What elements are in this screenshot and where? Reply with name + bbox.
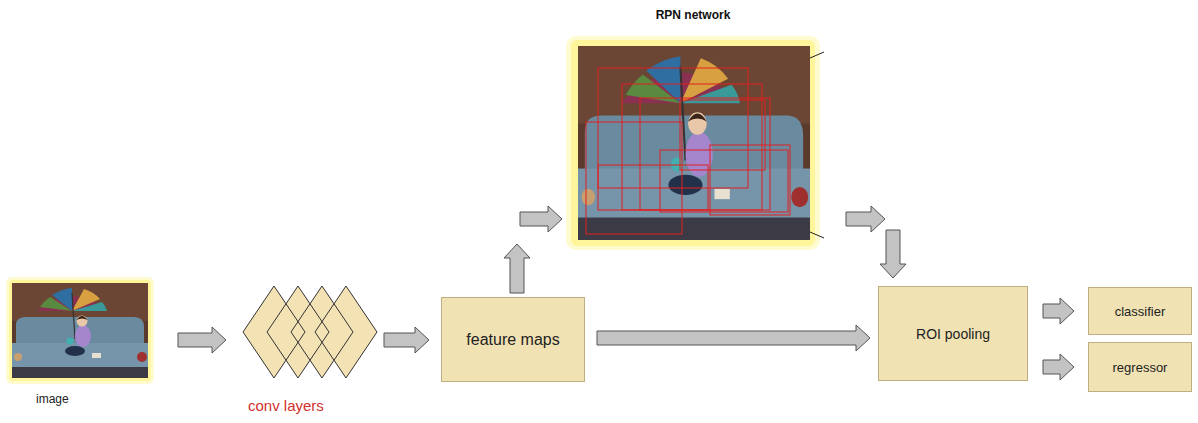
block-arrow [1043,298,1074,324]
caption: RPN network [656,8,731,22]
conv-layers: conv layers [240,284,376,416]
block-arrow [597,325,870,351]
block-arrow [384,327,429,353]
block-arrow [846,206,906,278]
arrow-shape [1043,354,1074,380]
arrow-shape [597,325,870,351]
arrow-shape [880,230,906,278]
arrow-shape [384,327,429,353]
arrow-shape [520,206,562,232]
box-label: classifier [1115,304,1166,319]
process-box: feature maps [441,297,585,382]
block-arrow [504,206,562,293]
caption: conv layers [248,397,324,414]
output-box: regressor [1088,342,1192,392]
input-image: image [10,280,150,410]
block-arrow [178,327,226,353]
process-box: ROI pooling [878,286,1028,381]
box-label: regressor [1113,360,1168,375]
rpn-network: RPN network [572,6,814,244]
output-box: classifier [1088,287,1192,335]
caption: image [36,392,69,406]
box-label: ROI pooling [916,326,990,342]
arrow-shape [1043,298,1074,324]
arrow-shape [846,206,885,232]
arrow-shape [178,327,226,353]
arrow-shape [504,244,530,293]
block-arrow [1043,354,1074,380]
box-label: feature maps [466,331,559,349]
